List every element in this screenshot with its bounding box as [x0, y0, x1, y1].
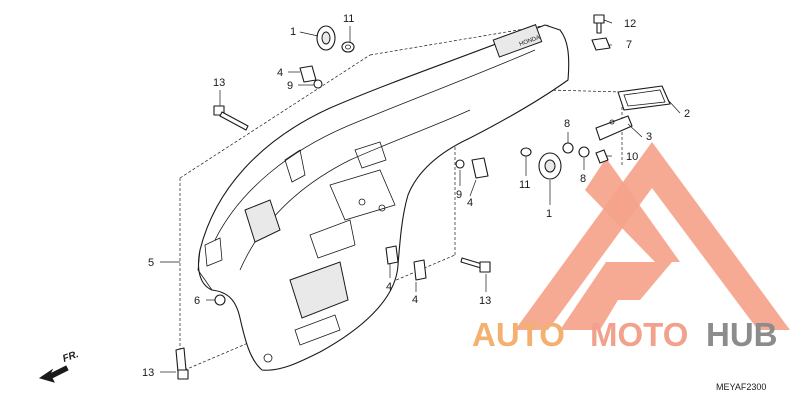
- callout-4-bottom-right: 4: [412, 294, 418, 306]
- watermark-brand-hub: HUB: [706, 316, 778, 353]
- bolt-middle: [460, 257, 491, 273]
- grommet-lower: [538, 152, 562, 180]
- callout-13-middle: 13: [479, 295, 491, 307]
- bolt-bottom: [175, 347, 189, 380]
- callout-1-lower: 1: [546, 208, 552, 220]
- callout-3: 3: [646, 131, 652, 143]
- collar-lower: [520, 147, 532, 157]
- watermark-left-peak: [585, 158, 680, 262]
- diagram-code: MEYAF2300: [716, 382, 766, 392]
- callout-1-top: 1: [290, 26, 296, 38]
- callout-6: 6: [194, 295, 200, 307]
- callout-11-lower: 11: [519, 179, 530, 191]
- watermark-brand-moto: MOTO: [590, 316, 688, 353]
- light-bracket: [595, 115, 633, 141]
- callout-13-left: 13: [213, 77, 225, 89]
- clip-nut-bottom-right: [413, 259, 427, 281]
- nut-10: [595, 149, 609, 164]
- front-arrow-icon: [38, 365, 69, 383]
- nut-top: [313, 79, 323, 89]
- rear-fender: HONDA: [197, 24, 570, 371]
- clip-nut-bottom-left: [385, 245, 399, 265]
- nut-8-upper: [562, 142, 574, 154]
- nut-9-lower: [455, 159, 465, 169]
- callout-4-top: 4: [277, 67, 283, 79]
- watermark-outer-triangle: [515, 142, 790, 330]
- callout-2: 2: [684, 108, 690, 120]
- front-direction-indicator: FR.: [38, 349, 80, 383]
- bolt-left: [213, 105, 249, 131]
- nut-6: [214, 294, 226, 306]
- callout-4-bottom-left: 4: [386, 281, 392, 293]
- grommet-top: [316, 25, 336, 51]
- bolt-12: [593, 14, 605, 34]
- callout-11-top: 11: [343, 13, 354, 25]
- callout-12: 12: [624, 18, 636, 30]
- nut-8-lower: [578, 146, 590, 158]
- callout-9-top: 9: [287, 80, 293, 92]
- nut-7: [591, 37, 611, 51]
- callout-9-lower: 9: [456, 189, 462, 201]
- tail-light: [617, 85, 671, 111]
- callout-4-lower: 4: [467, 197, 473, 209]
- watermark-inner-triangle: [560, 262, 672, 330]
- callouts: 1 11 4 9 13 12 7 2 3 8 10 8 11 1 9 4 5 6…: [142, 13, 690, 379]
- callout-7: 7: [626, 39, 632, 51]
- callout-8-lower: 8: [580, 173, 586, 185]
- callout-13-bottom: 13: [142, 367, 154, 379]
- watermark-brand-auto: AUTO: [472, 316, 565, 353]
- direction-label: FR.: [61, 349, 80, 365]
- collar-top: [341, 41, 355, 53]
- callout-5: 5: [148, 257, 154, 269]
- callout-8-upper: 8: [564, 118, 570, 130]
- watermark-logo: AUTO MOTO HUB: [472, 142, 790, 353]
- callout-10: 10: [626, 151, 638, 163]
- clip-nut-top: [299, 65, 317, 83]
- leader-lines: [160, 19, 681, 373]
- clip-nut-lower: [471, 157, 489, 179]
